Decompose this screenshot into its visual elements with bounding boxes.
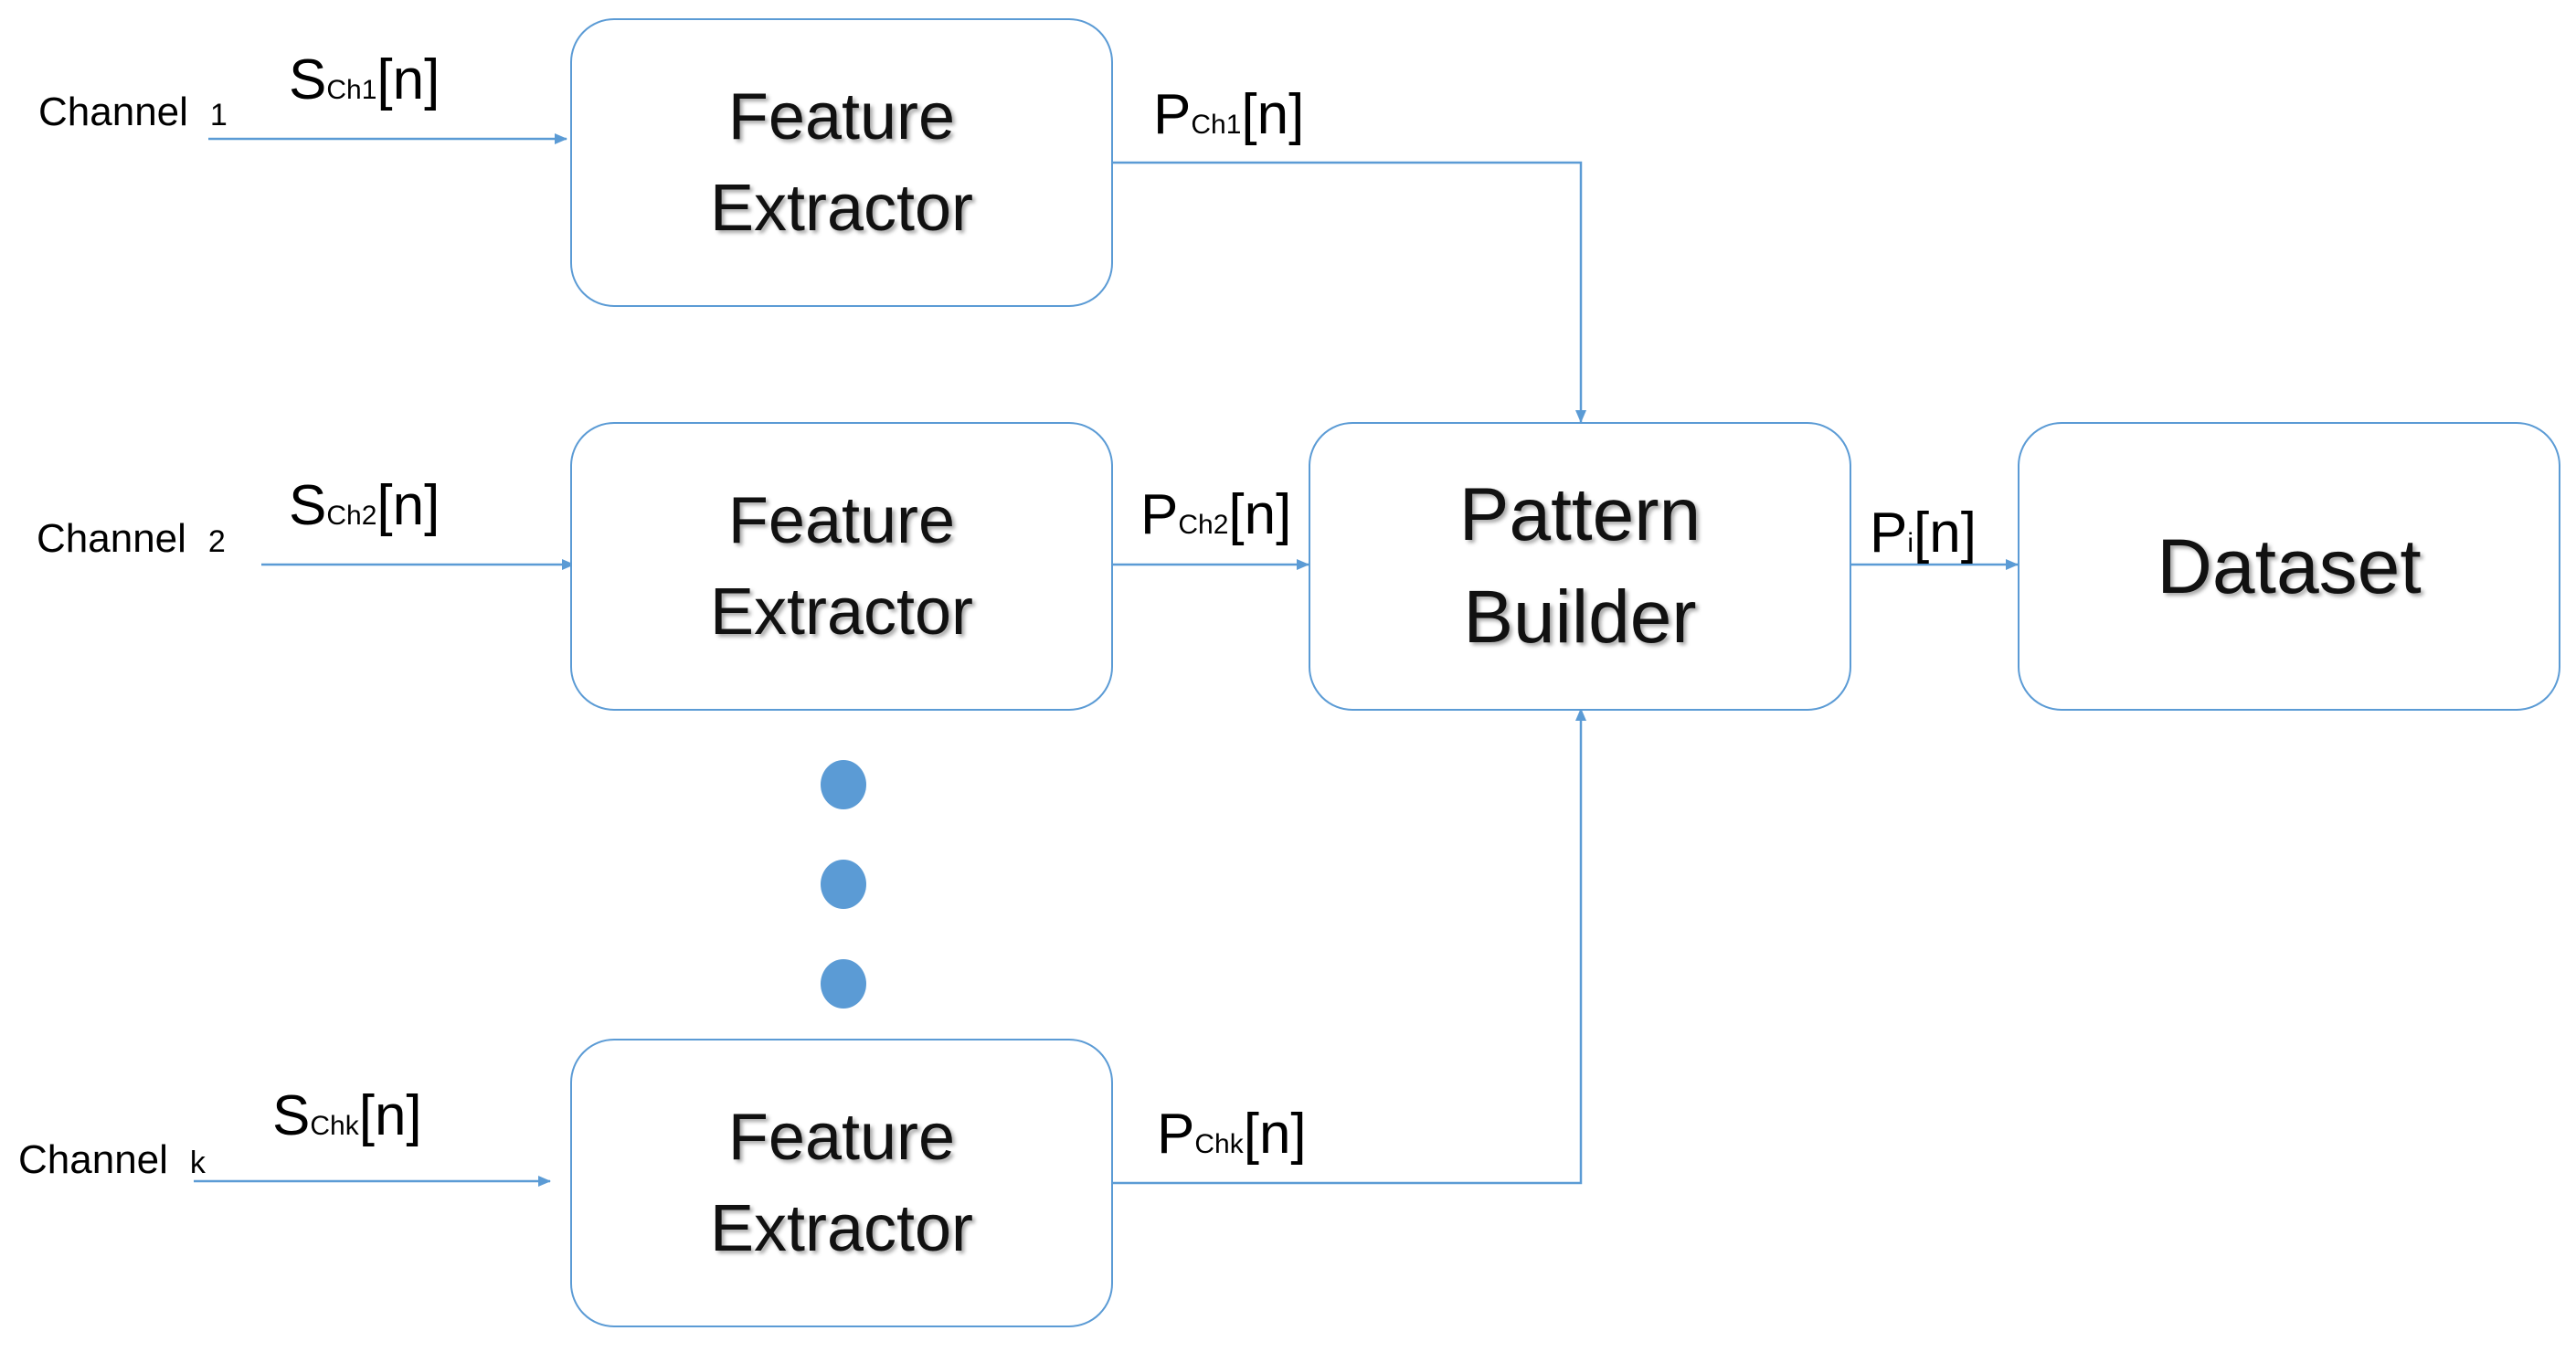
ellipsis-dot xyxy=(821,860,866,909)
channel-2-number: 2 xyxy=(207,524,226,559)
input-signal-1: SCh1[n] xyxy=(289,48,440,111)
channel-1-number: 1 xyxy=(209,98,228,132)
pattern-builder: Pattern Builder xyxy=(1309,422,1851,711)
channel-k-number: k xyxy=(189,1146,206,1180)
channel-2-label: Channel 2 xyxy=(37,516,226,562)
output-signal-1-subscript: Ch1 xyxy=(1191,110,1242,140)
output-signal-2-subscript: Ch2 xyxy=(1178,510,1229,540)
output-signal-k-subscript: Chk xyxy=(1194,1129,1244,1159)
input-signal-k: SChk[n] xyxy=(272,1084,422,1147)
pattern-output-subscript: i xyxy=(1907,528,1914,558)
feature-extractor-1: Feature Extractor xyxy=(570,18,1113,307)
ellipsis-dot xyxy=(821,959,866,1009)
channel-1-label: Channel 1 xyxy=(38,90,228,135)
arrow-extractor-k-to-pattern-builder xyxy=(1111,708,1586,1185)
ellipsis-dot xyxy=(821,760,866,809)
channel-2-name: Channel xyxy=(37,516,186,561)
dataset: Dataset xyxy=(2018,422,2560,711)
output-signal-2: PCh2[n] xyxy=(1140,483,1292,546)
channel-1-name: Channel xyxy=(38,90,188,134)
output-signal-k: PChk[n] xyxy=(1157,1103,1307,1166)
input-signal-2: SCh2[n] xyxy=(289,474,440,537)
output-signal-1: PCh1[n] xyxy=(1153,83,1305,146)
feature-extractor-k: Feature Extractor xyxy=(570,1039,1113,1327)
feature-extractor-2: Feature Extractor xyxy=(570,422,1113,711)
channel-k-name: Channel xyxy=(18,1137,168,1182)
channel-k-label: Channel k xyxy=(18,1137,206,1183)
input-signal-1-subscript: Ch1 xyxy=(326,75,377,105)
input-signal-k-subscript: Chk xyxy=(310,1111,359,1141)
arrow-extractor-1-to-pattern-builder xyxy=(1111,161,1586,423)
input-signal-2-subscript: Ch2 xyxy=(326,501,377,531)
pattern-output-signal: Pi[n] xyxy=(1870,502,1977,565)
